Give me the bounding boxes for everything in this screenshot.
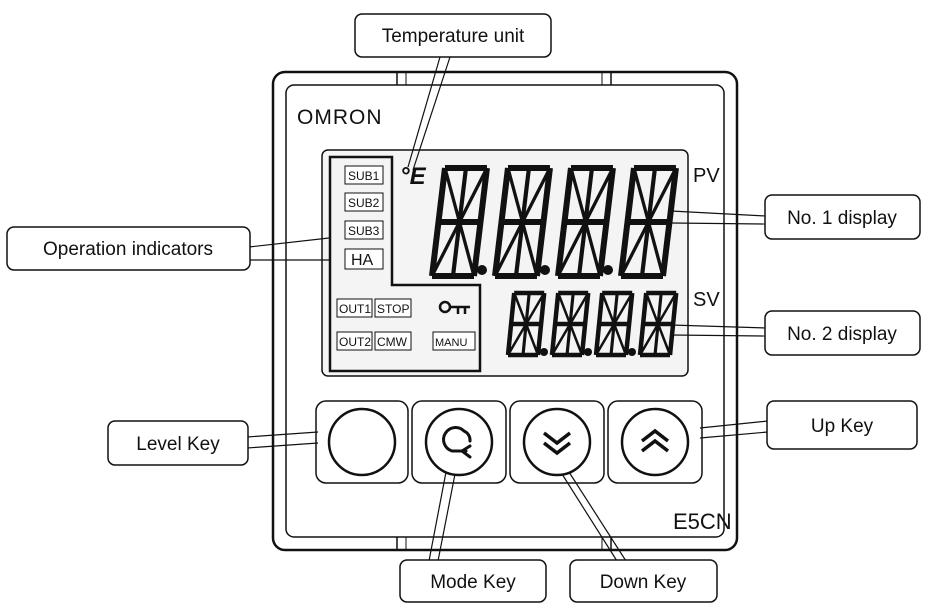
indicator-manu: MANU: [435, 337, 467, 349]
double-chevron-down-icon: [542, 431, 572, 456]
sv-digit: [593, 290, 635, 358]
indicator-sub2: SUB2: [348, 196, 380, 210]
leader-lines: [246, 56, 769, 562]
pv-decimal-point: [477, 265, 487, 275]
double-chevron-up-icon: [640, 428, 670, 453]
pv-digit: [555, 165, 616, 279]
up-key[interactable]: [620, 407, 690, 477]
mode-key[interactable]: [424, 407, 494, 477]
indicator-cmw: CMW: [377, 335, 408, 349]
blank-circle-icon: [327, 407, 397, 477]
sv-label: SV: [693, 289, 720, 311]
indicator-stop: STOP: [377, 302, 409, 316]
lcd-window: [321, 149, 689, 377]
down-key[interactable]: [522, 407, 592, 477]
indicator-out2: OUT2: [339, 335, 371, 349]
sv-decimal-point: [584, 348, 592, 356]
indicator-sub1: SUB1: [348, 169, 380, 183]
key-icon: [438, 300, 470, 314]
callout-no1-display: No. 1 display: [787, 208, 897, 229]
sv-decimal-point: [628, 348, 636, 356]
callout-mode-key: Mode Key: [430, 572, 516, 593]
sv-decimal-point: [540, 348, 548, 356]
sv-digit: [637, 290, 679, 358]
level-key[interactable]: [327, 407, 397, 477]
sv-digit: [549, 290, 591, 358]
callout-temperature-unit: Temperature unit: [382, 26, 525, 47]
controller-housing: [271, 70, 739, 552]
operation-indicators: [336, 165, 476, 351]
pv-decimal-point: [540, 265, 550, 275]
brand-logo: OMRON: [297, 106, 383, 129]
pv-digit: [429, 165, 490, 279]
indicator-sub3: SUB3: [348, 224, 380, 238]
pv-label: PV: [693, 165, 720, 187]
callout-operation-indicators: Operation indicators: [43, 239, 213, 260]
no1-display-digits: [429, 165, 679, 279]
pv-decimal-point: [603, 265, 613, 275]
cycle-arrow-icon: [442, 426, 472, 459]
callout-down-key: Down Key: [600, 572, 687, 593]
pv-digit: [492, 165, 553, 279]
sv-digit: [505, 290, 547, 358]
callout-level-key: Level Key: [136, 434, 220, 455]
temperature-unit-symbol: °E: [400, 163, 427, 190]
callout-boxes: [6, 13, 921, 603]
indicator-out1: OUT1: [339, 302, 371, 316]
callout-up-key: Up Key: [811, 416, 874, 437]
callout-no2-display: No. 2 display: [787, 324, 897, 345]
no2-display-digits: [505, 290, 679, 358]
indicator-ha: HA: [351, 252, 374, 269]
pv-digit: [618, 165, 679, 279]
model-label: E5CN: [673, 509, 732, 534]
indicator-group-outline: [328, 155, 482, 373]
